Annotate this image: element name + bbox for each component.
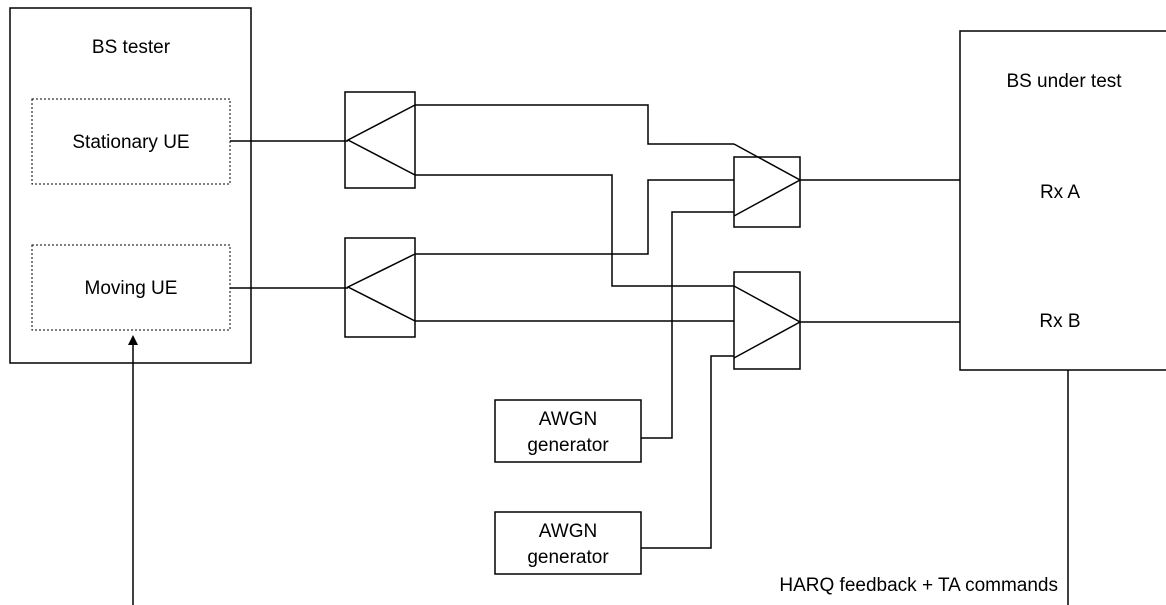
- rx-b-label: Rx B: [1039, 311, 1080, 332]
- awgn-1-line1: AWGN: [539, 409, 597, 430]
- bs-under-test-title: BS under test: [1006, 71, 1122, 92]
- rx-a-label: Rx A: [1040, 182, 1080, 203]
- combiner-b: [733, 271, 802, 370]
- wire-awgn1-to-combiner-a: [641, 211, 734, 439]
- bs-tester-title: BS tester: [92, 37, 171, 58]
- moving-ue-label: Moving UE: [85, 278, 178, 299]
- connections: [128, 104, 1069, 605]
- awgn-generator-2: AWGN generator: [494, 511, 642, 575]
- awgn-1-line2: generator: [527, 435, 609, 456]
- bs-under-test-block: BS under test Rx A Rx B: [959, 30, 1166, 371]
- awgn-generator-1: AWGN generator: [494, 399, 642, 463]
- awgn-2-line1: AWGN: [539, 521, 597, 542]
- combiner-a: [733, 143, 802, 228]
- stationary-ue-box: Stationary UE: [31, 98, 231, 185]
- wire-s2-to-combiner-a: [415, 179, 734, 255]
- awgn-2-line2: generator: [527, 547, 609, 568]
- splitter-1: [344, 91, 416, 189]
- stationary-ue-label: Stationary UE: [72, 132, 189, 153]
- feedback-label: HARQ feedback + TA commands: [779, 575, 1058, 596]
- bs-tester-block: BS tester Stationary UE Moving UE: [9, 7, 252, 364]
- wire-s1-to-combiner-b: [415, 174, 734, 287]
- splitter-2: [344, 237, 416, 338]
- wire-awgn2-to-combiner-b: [641, 355, 734, 549]
- wire-s1-to-combiner-a: [415, 104, 734, 145]
- moving-ue-box: Moving UE: [31, 244, 231, 331]
